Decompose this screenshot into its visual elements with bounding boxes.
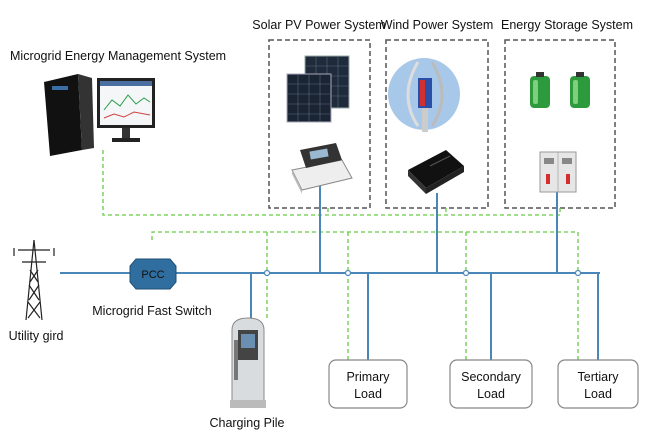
primary-load-line2: Load [354,387,382,401]
tertiary-load-line2: Load [584,387,612,401]
wind-label: Wind Power System [381,18,494,32]
charging-label: Charging Pile [209,416,284,430]
utility-label: Utility gird [9,329,64,343]
wind-controller-icon [408,150,464,194]
bus-junctions [263,269,582,277]
load-boxes: Primary Load Secondary Load Tertiary Loa… [328,359,639,409]
utility-tower-icon [13,239,55,321]
wind-turbine-icon [388,58,460,132]
solar-panel-icon [286,55,350,123]
solar-inverter-icon [291,143,353,194]
tertiary-load-box [557,359,639,409]
primary-load-box [328,359,408,409]
fast-switch-label: Microgrid Fast Switch [92,304,212,318]
ems-label: Microgrid Energy Management System [10,49,226,63]
pcc-label: PCC [141,269,164,281]
solar-label: Solar PV Power System [252,18,385,32]
solar-system-box [268,39,371,209]
secondary-load-line1: Secondary [461,370,522,384]
battery-icon [530,72,590,108]
storage-label: Energy Storage System [501,18,633,32]
tertiary-load-line1: Tertiary [578,370,620,384]
communication-lines [102,150,579,360]
ems-computer-icon [44,74,155,156]
charging-pile-icon [230,317,266,408]
pcc-switch: PCC [129,258,177,290]
secondary-load-line2: Load [477,387,505,401]
storage-cabinet-icon [539,151,577,193]
secondary-load-box [449,359,533,409]
primary-load-line1: Primary [346,370,390,384]
